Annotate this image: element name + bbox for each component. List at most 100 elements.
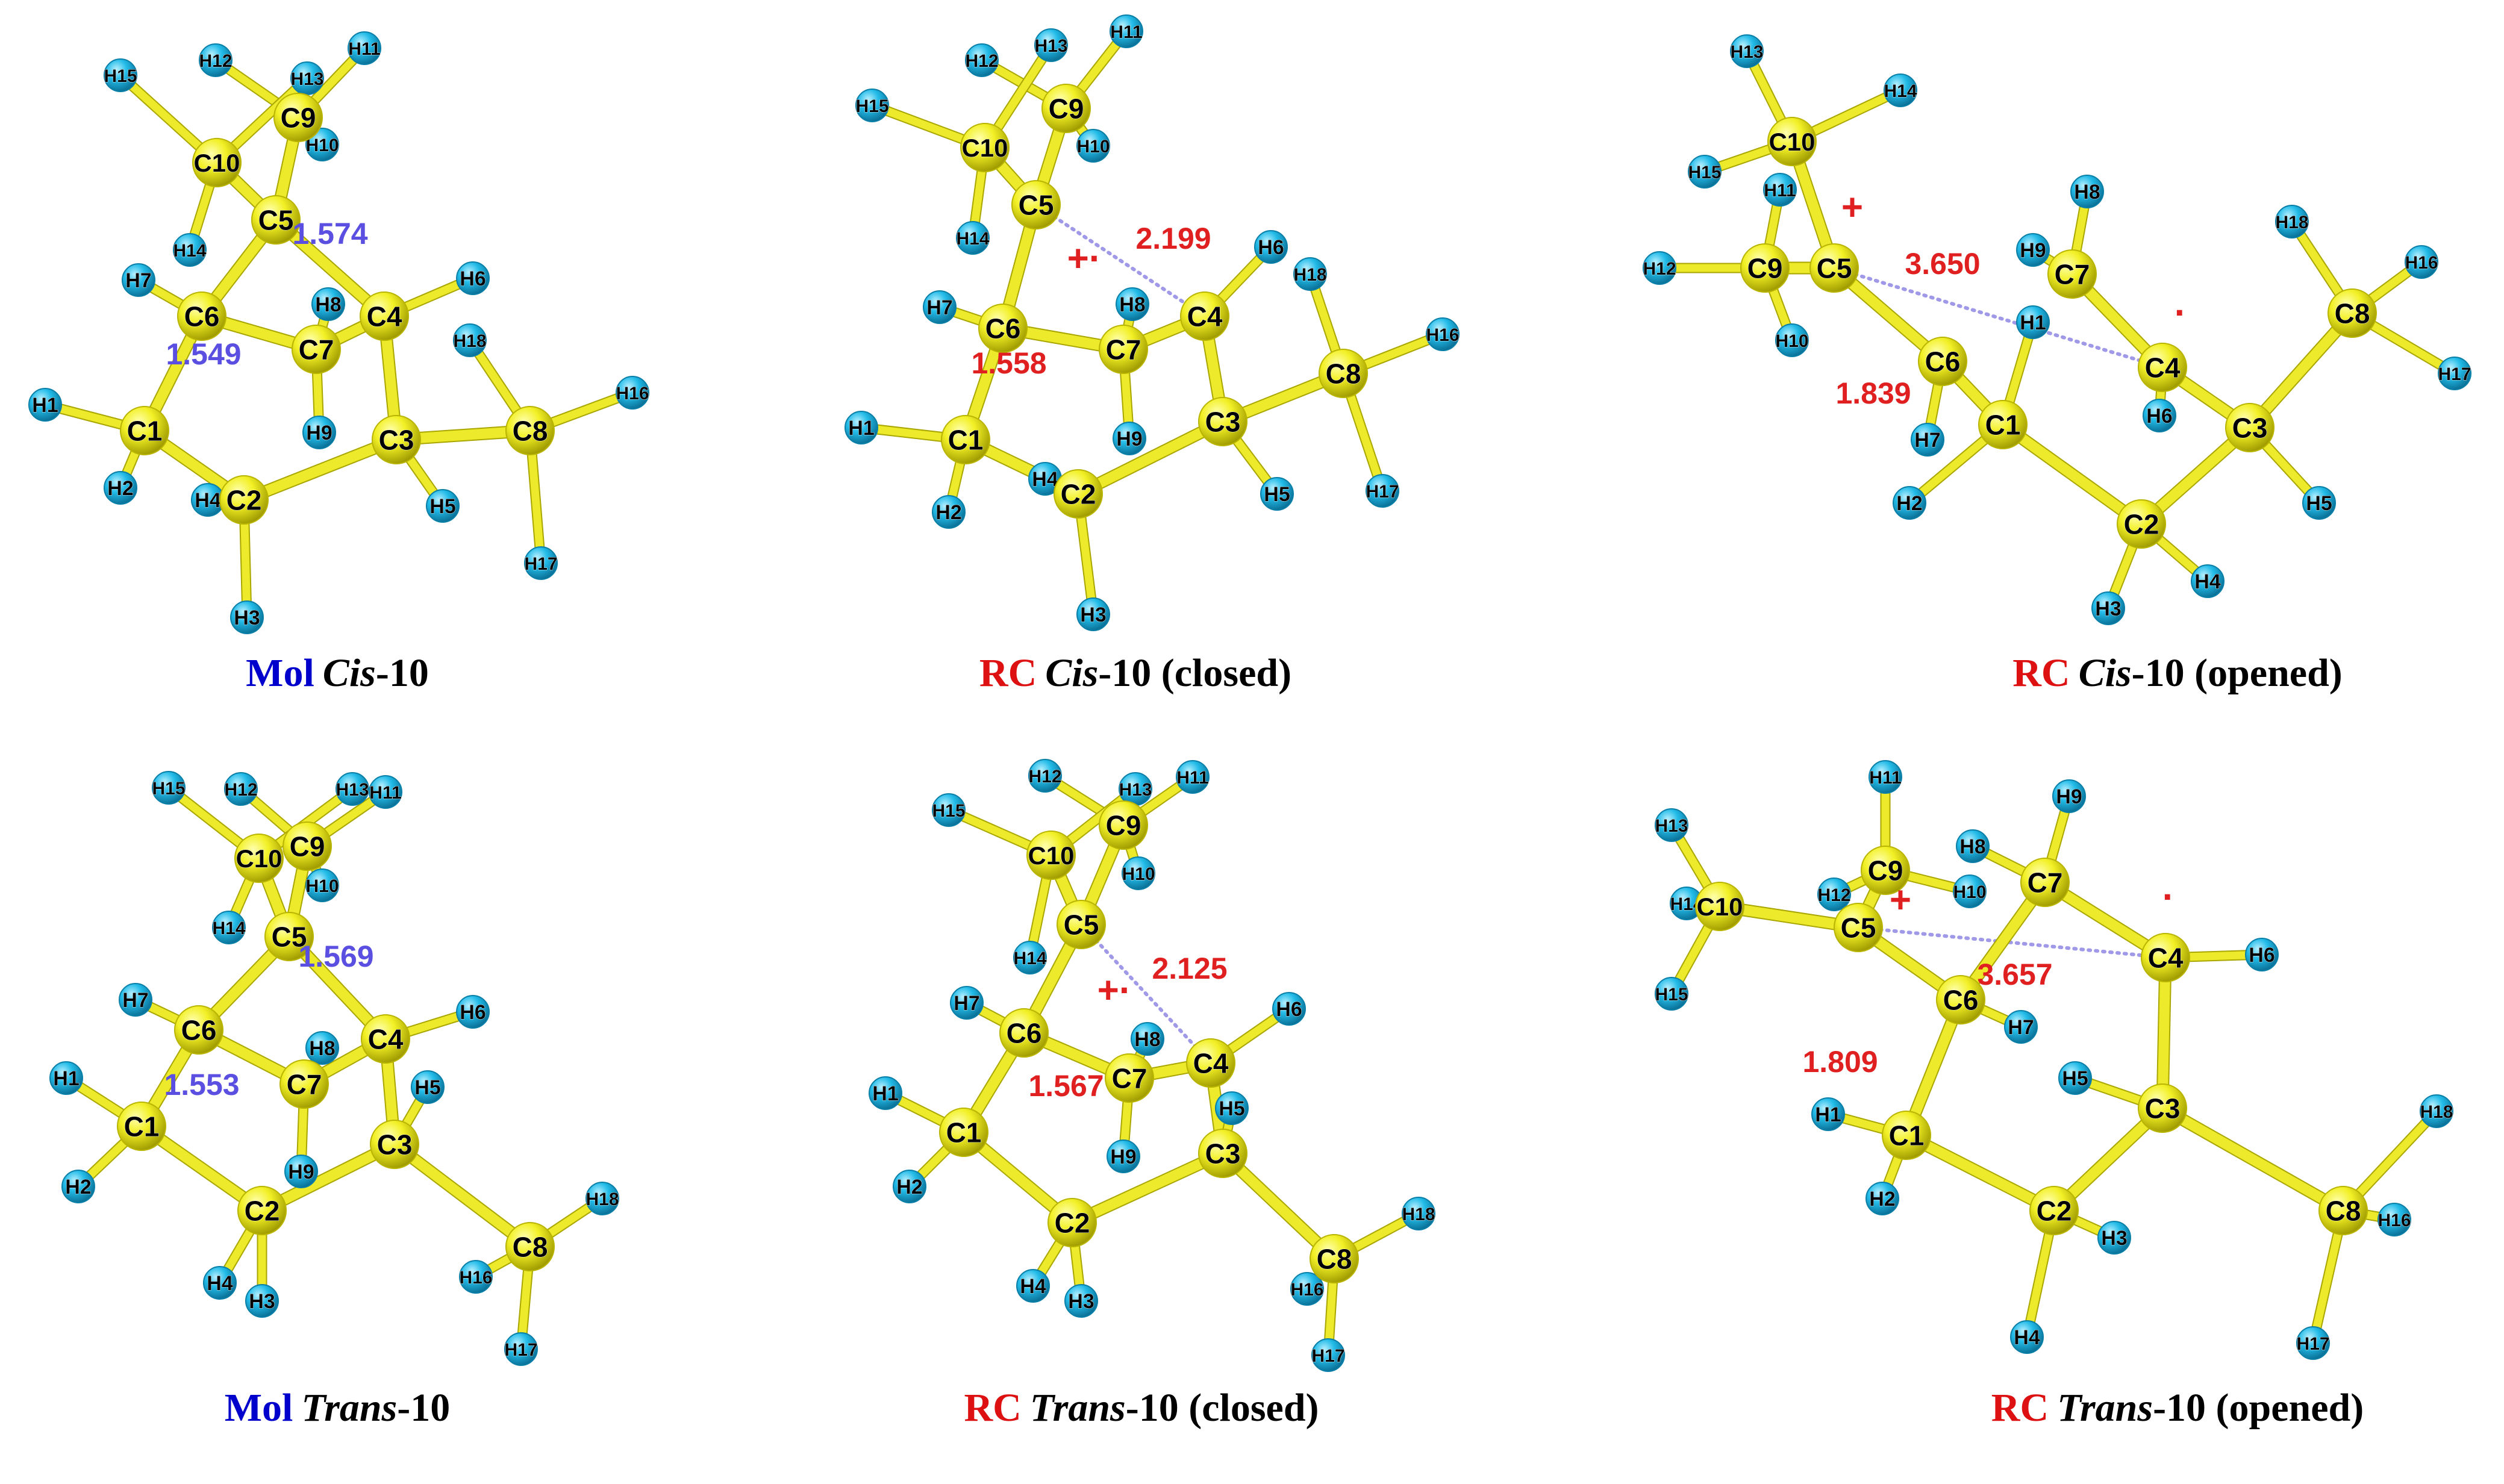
atom-label-h17: H17	[2296, 1334, 2329, 1354]
atom-label-h15: H15	[932, 801, 965, 821]
charge-radical-mark: ·	[2175, 292, 2187, 334]
caption-prefix: RC	[2012, 651, 2070, 695]
atom-label-c8: C8	[2335, 298, 2370, 329]
atom-label-h16: H16	[2378, 1211, 2411, 1230]
hydrogen-atom-h10	[305, 868, 339, 902]
hydrogen-atom-h6	[1272, 992, 1306, 1026]
carbon-atom-c4	[361, 1014, 410, 1064]
caption-rest: -10 (closed)	[1125, 1386, 1319, 1430]
atom-label-h10: H10	[1076, 137, 1110, 157]
atom-label-c7: C7	[1112, 1063, 1147, 1094]
bond-length-label: 1.809	[1802, 1045, 1878, 1079]
carbon-atom-c7	[2047, 249, 2097, 299]
atom-label-h4: H4	[195, 489, 221, 512]
atom-label-c1: C1	[124, 1111, 160, 1143]
hydrogen-atom-h1	[845, 411, 878, 444]
atom-label-h15: H15	[152, 779, 185, 799]
atom-label-h10: H10	[1953, 882, 1986, 902]
atom-label-c6: C6	[181, 1015, 217, 1046]
atom-label-h4: H4	[1020, 1275, 1046, 1298]
caption-rest: -10	[397, 1386, 451, 1430]
atom-label-h15: H15	[855, 96, 888, 116]
charge-radical-mark: +·	[1067, 238, 1102, 279]
atom-label-h12: H12	[965, 51, 998, 71]
atom-label-h1: H1	[32, 394, 58, 417]
hydrogen-atom-h2	[61, 1170, 95, 1203]
hydrogen-atom-h5	[2058, 1061, 2092, 1095]
carbon-atom-c2	[1047, 1198, 1097, 1247]
atom-label-h16: H16	[2405, 253, 2438, 273]
atom-label-h12: H12	[1643, 259, 1676, 279]
atom-label-h7: H7	[2008, 1016, 2034, 1039]
atom-label-c10: C10	[236, 844, 282, 873]
atom-label-h14: H14	[173, 241, 206, 261]
hydrogen-atom-h7	[923, 290, 957, 324]
hydrogen-atom-h7	[122, 263, 155, 297]
atom-label-h1: H1	[1815, 1103, 1841, 1126]
hydrogen-atom-h12	[1643, 251, 1676, 285]
hydrogen-atom-h3	[1064, 1284, 1098, 1318]
hydrogen-atom-h15	[1688, 155, 1722, 189]
atom-label-h17: H17	[504, 1340, 537, 1360]
atom-label-h3: H3	[234, 606, 260, 629]
hydrogen-atom-h17	[2296, 1326, 2330, 1360]
atom-label-h3: H3	[1080, 603, 1106, 626]
bond-length-label: 1.549	[166, 337, 241, 371]
carbon-atom-c9	[273, 93, 323, 142]
hydrogen-atom-h1	[2016, 305, 2050, 339]
atom-label-h1: H1	[53, 1067, 79, 1090]
carbon-atom-c1	[941, 415, 990, 464]
atom-label-c8: C8	[513, 1232, 548, 1263]
hydrogen-atom-h12	[965, 43, 999, 77]
atom-label-h13: H13	[1655, 816, 1688, 836]
atom-label-h18: H18	[1293, 265, 1326, 285]
hydrogen-atom-h12	[224, 772, 258, 806]
atom-label-h8: H8	[309, 1037, 335, 1060]
atom-label-c8: C8	[513, 416, 548, 447]
hydrogen-atom-h10	[1953, 874, 1987, 908]
atom-label-c7: C7	[287, 1069, 322, 1100]
atom-label-h12: H12	[224, 780, 257, 800]
hydrogen-atom-h3	[2091, 591, 2125, 625]
atom-label-h7: H7	[954, 992, 979, 1015]
hydrogen-atom-h3	[230, 600, 264, 634]
carbon-atom-c9	[1041, 84, 1091, 133]
hydrogen-atom-h2	[1893, 486, 1926, 520]
atom-label-h6: H6	[1276, 998, 1302, 1021]
hydrogen-atom-h9	[1113, 422, 1146, 455]
atom-label-h13: H13	[1034, 36, 1067, 56]
hydrogen-atom-h11	[348, 31, 381, 65]
hydrogen-atom-h5	[426, 489, 460, 523]
atom-label-c1: C1	[1889, 1120, 1925, 1152]
atom-label-h14: H14	[212, 918, 245, 938]
hydrogen-atom-h13	[1730, 34, 1764, 68]
atom-label-h18: H18	[1402, 1205, 1435, 1224]
carbon-atom-c10	[1695, 882, 1744, 931]
hydrogen-atom-h15	[152, 771, 186, 805]
panel-rc-trans-10-opened: H1H2H3H4H5H6H7H8H9H10H11H12H13H14H15H16H…	[1655, 760, 2453, 1360]
hydrogen-atom-h13	[1034, 28, 1068, 62]
caption-isomer: Cis	[1045, 651, 1099, 695]
atom-label-h18: H18	[2420, 1102, 2453, 1122]
charge-radical-mark: +	[1841, 187, 1863, 228]
atom-label-h1: H1	[2020, 311, 2046, 334]
atom-label-h11: H11	[1176, 768, 1208, 788]
caption-isomer: Trans	[2057, 1386, 2153, 1430]
hydrogen-atom-h10	[1775, 323, 1809, 357]
atom-label-c8: C8	[1326, 358, 1361, 390]
caption-prefix: RC	[1991, 1386, 2049, 1430]
hydrogen-atom-h9	[2016, 233, 2050, 267]
carbon-atom-c8	[505, 1222, 555, 1271]
atom-label-h8: H8	[315, 293, 341, 316]
atom-label-h16: H16	[459, 1268, 492, 1288]
bond-C2-C3	[239, 434, 402, 505]
hydrogen-atom-h11	[1110, 14, 1143, 48]
hydrogen-atom-h3	[1076, 597, 1110, 631]
hydrogen-atom-h6	[2143, 399, 2176, 432]
atom-label-c10: C10	[193, 149, 240, 177]
atom-label-h2: H2	[935, 501, 961, 524]
hydrogen-atom-h7	[119, 983, 152, 1017]
hydrogen-atom-h17	[1366, 474, 1399, 508]
